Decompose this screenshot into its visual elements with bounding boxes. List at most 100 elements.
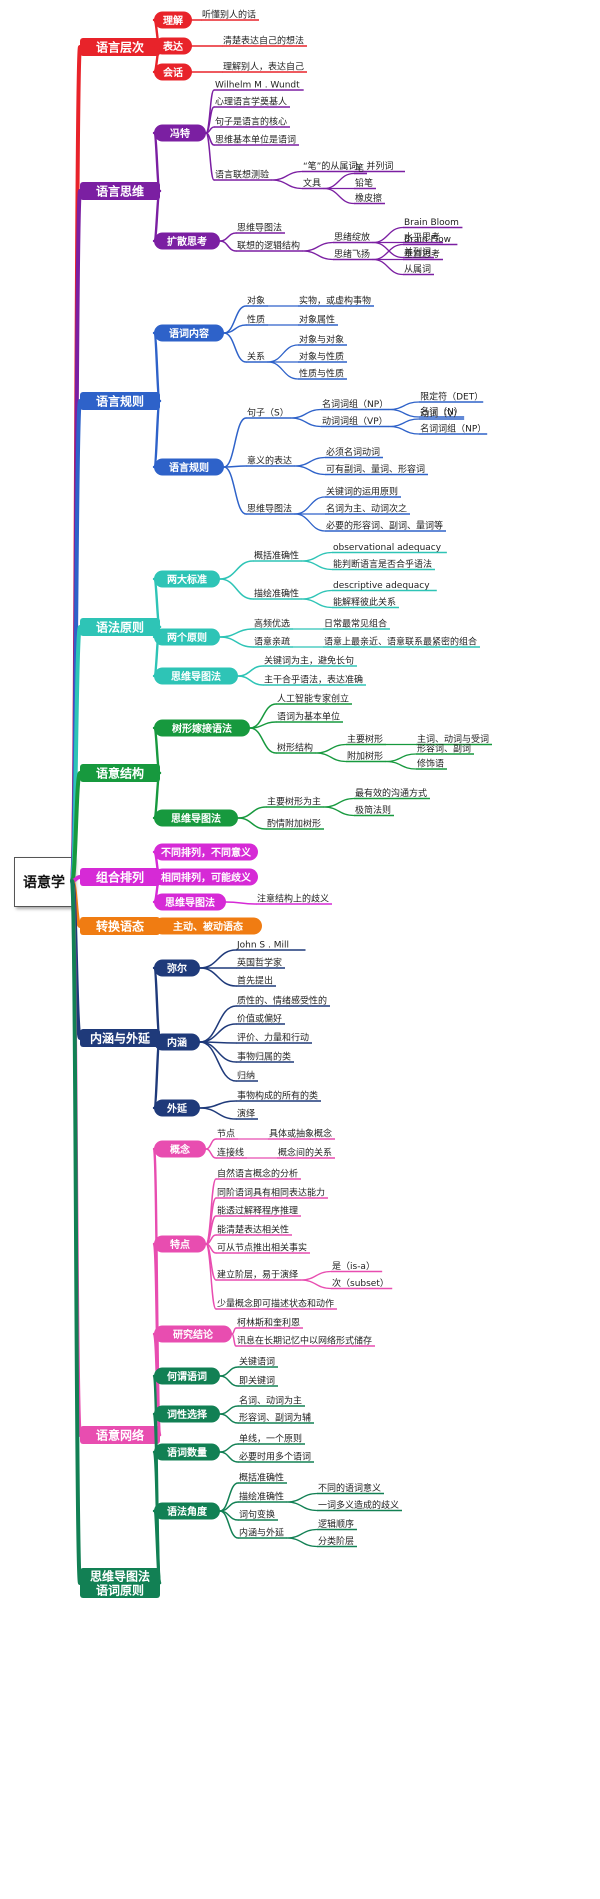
- branch-4-child-1-leaf-1-label: 酌情附加树形: [267, 818, 321, 830]
- branch-4-child-0-box: [154, 719, 250, 737]
- branch-4-child-0-leaf-2-sub-0-0-label: 主词、动词与受词: [417, 733, 489, 745]
- branch-8-child-2-leaf-1-link: [231, 1333, 237, 1347]
- branch-9-child-1-box: [154, 1405, 220, 1423]
- branch-1-child-1-leaf-1-sub-1-0-label: Brain Flow: [404, 235, 451, 245]
- branch-9-child-3-leaf-1-label: 描绘准确性: [239, 1491, 284, 1503]
- branch-8-child-2-leaf-0-label: 柯林斯和奎利恩: [237, 1317, 300, 1329]
- branch-8-child-0-leaf-1-label: 连接线: [217, 1147, 244, 1159]
- branch-2-child-1-leaf-0-sub-0-label: 名词词组（NP）: [322, 398, 388, 410]
- branch-9-box: [80, 1568, 160, 1598]
- branch-1-child-1-leaf-0-label: 思维导图法: [237, 222, 282, 234]
- branch-3-child-1-leaf-1-sub-0-label: 语意上最亲近、语意联系最紧密的组合: [324, 636, 477, 648]
- branch-8-child-1-label: 特点: [170, 1238, 190, 1251]
- branch-9-child-3-leaf-0-label: 概括准确性: [239, 1472, 284, 1484]
- branch-4-child-1-leaf-0-sub-link-1: [323, 806, 355, 817]
- branch-5-child-1-box: [154, 868, 258, 886]
- branch-2-child-1-link: [152, 399, 162, 469]
- branch-7-label-0: 内涵与外延: [90, 1031, 151, 1046]
- branch-9-child-2-box: [154, 1443, 220, 1461]
- branch-7-child-0-leaf-0-link: [199, 949, 237, 969]
- branch-2-child-1-leaf-2-sub-1-label: 名词为主、动词次之: [326, 503, 407, 515]
- branch-9-child-1-leaf-1-link: [219, 1413, 239, 1424]
- branch-8-child-1-leaf-5-sub-1-label: 次（subset）: [332, 1277, 389, 1289]
- branch-9-child-3-leaf-3-link: [219, 1510, 239, 1539]
- branch-1-child-0-leaf-4-link: [205, 132, 215, 181]
- branch-1-child-0-leaf-4-label: 语言联想测验: [215, 169, 269, 181]
- branch-9-child-3-leaf-3-sub-link-0: [286, 1528, 318, 1539]
- branch-7-child-1-box: [154, 1033, 200, 1051]
- branch-2-child-1-leaf-1-sub-1-label: 可有副词、量词、形容词: [326, 463, 425, 475]
- branch-3-label-0: 语法原则: [96, 620, 144, 635]
- branch-9-child-3-leaf-1-sub-1-label: 一词多义造成的歧义: [318, 1499, 399, 1511]
- branch-1-child-1-leaf-1-sub-1-1-label: 垂直思考: [404, 248, 440, 260]
- branch-7-child-1-leaf-4-label: 归纳: [237, 1070, 255, 1082]
- branch-9-label-1: 语词原则: [96, 1583, 144, 1598]
- branch-7-child-2-leaf-0-link: [199, 1100, 237, 1109]
- branch-3-child-1-leaf-0-sub-0-label: 日常最常见组合: [324, 618, 387, 630]
- branch-2-child-1-leaf-2-sub-0-label: 关键词的运用原则: [326, 486, 398, 498]
- branch-3-child-0-leaf-1-sub-0-label: descriptive adequacy: [333, 581, 430, 591]
- branch-5-child-0-label: 不同排列，不同意义: [161, 846, 252, 859]
- branch-1-child-0-leaf-4-sub-0-label: “笔”的从属词、并列词: [303, 160, 393, 172]
- branch-4-trunk: [70, 771, 82, 883]
- branch-3-child-1-label: 两个原则: [167, 631, 207, 644]
- branch-2-child-1-box: [154, 458, 224, 476]
- branch-2-child-0-leaf-2-sub-1-label: 对象与性质: [299, 351, 344, 363]
- branch-4-child-1-leaf-0-link: [237, 806, 267, 819]
- branch-9-child-0-box: [154, 1367, 220, 1385]
- branch-9-child-3-leaf-1-sub-link-0: [286, 1492, 318, 1503]
- branch-1-child-0-leaf-4-sub-1-0-label: 笔: [355, 162, 364, 174]
- branch-9-child-3-leaf-1-sub-link-1: [286, 1501, 318, 1512]
- branch-2-child-1-leaf-0-sub-0-link-0: [388, 401, 420, 411]
- branch-3-child-0-box: [154, 570, 220, 588]
- branch-1-child-0-leaf-4-sub-link-0: [271, 170, 303, 181]
- branch-3-child-2-leaf-1-link: [237, 675, 264, 686]
- branch-5-child-0-box: [154, 843, 258, 861]
- root-topic: 语意学: [14, 857, 74, 907]
- branch-1-child-1-leaf-1-sub-1-2-label: 从属词: [404, 264, 431, 275]
- branch-8-child-1-leaf-4-label: 可从节点推出相关事实: [217, 1242, 307, 1254]
- branch-7-child-0-leaf-2-link: [199, 967, 237, 987]
- branch-7-child-0-leaf-2-label: 首先提出: [237, 975, 273, 987]
- branch-3-child-1-box: [154, 628, 220, 646]
- branch-1-child-1-leaf-1-link: [219, 240, 237, 252]
- branch-7-child-0-leaf-1-label: 英国哲学家: [237, 957, 282, 969]
- branch-4-child-1-leaf-0-sub-0-label: 最有效的沟通方式: [355, 787, 427, 799]
- branch-8-child-0-leaf-0-link: [205, 1138, 217, 1150]
- branch-2-child-1-leaf-0-label: 句子（S）: [247, 407, 289, 419]
- branch-1-child-0-leaf-4-sub-1-link-0: [323, 172, 355, 190]
- branch-7-child-0-box: [154, 959, 200, 977]
- branch-2-child-1-label: 语言规则: [169, 461, 209, 474]
- branch-8-child-0-leaf-1-link: [205, 1148, 217, 1159]
- branch-3-child-1-leaf-0-label: 高频优选: [254, 618, 290, 630]
- branch-4-child-1-leaf-0-sub-link-0: [323, 797, 355, 808]
- branch-9-child-0-leaf-1-link: [219, 1375, 239, 1387]
- branch-4-child-0-leaf-1-link: [249, 721, 277, 729]
- branch-2-child-1-leaf-2-sub-2-label: 必要的形容词、副词、量词等: [326, 520, 443, 532]
- branch-8-child-1-leaf-5-sub-link-0: [300, 1270, 332, 1281]
- branch-2-child-0-leaf-0-sub-0-label: 实物，或虚构事物: [299, 295, 371, 307]
- branch-2-child-1-leaf-1-link: [223, 465, 247, 468]
- branch-9-child-3-leaf-1-sub-0-label: 不同的语词意义: [318, 1482, 381, 1494]
- branch-4-child-0-leaf-2-sub-link-0: [315, 743, 347, 754]
- branch-9-child-0-leaf-0-label: 关键语词: [239, 1356, 275, 1368]
- branch-2-child-1-leaf-0-sub-0-1-label: 名词（N）: [420, 406, 463, 418]
- branch-2-child-1-leaf-0-sub-1-0-label: 动词（V）: [420, 409, 462, 420]
- branch-8-child-1-leaf-6-label: 少量概念即可描述状态和动作: [217, 1298, 334, 1310]
- branch-3-child-0-leaf-0-label: 概括准确性: [254, 550, 299, 562]
- branch-3-child-0-leaf-1-sub-1-label: 能解释彼此关系: [333, 596, 396, 608]
- branch-1-child-0-leaf-0-label: Wilhelm M . Wundt: [215, 81, 300, 91]
- branch-8-child-1-leaf-5-label: 建立阶层，易于演绎: [217, 1269, 298, 1281]
- branch-2-child-0-leaf-2-sub-link-0: [267, 344, 299, 363]
- branch-7-child-1-leaf-4-link: [199, 1041, 237, 1082]
- branch-3-child-0-leaf-0-sub-0-label: observational adequacy: [333, 543, 442, 553]
- branch-4-child-0-leaf-2-sub-1-link-1: [385, 760, 417, 770]
- branch-7-child-1-leaf-1-link: [199, 1023, 237, 1043]
- branch-1-child-0-label: 冯特: [170, 127, 190, 140]
- branch-9-child-2-leaf-1-link: [219, 1451, 239, 1463]
- branch-4-child-1-leaf-0-sub-1-label: 极简法则: [355, 804, 391, 816]
- branch-1-child-0-leaf-3-label: 思维基本单位是语词: [215, 134, 296, 146]
- branch-7-child-2-leaf-1-link: [199, 1107, 237, 1120]
- branch-9-child-3-leaf-3-label: 内涵与外延: [239, 1527, 284, 1539]
